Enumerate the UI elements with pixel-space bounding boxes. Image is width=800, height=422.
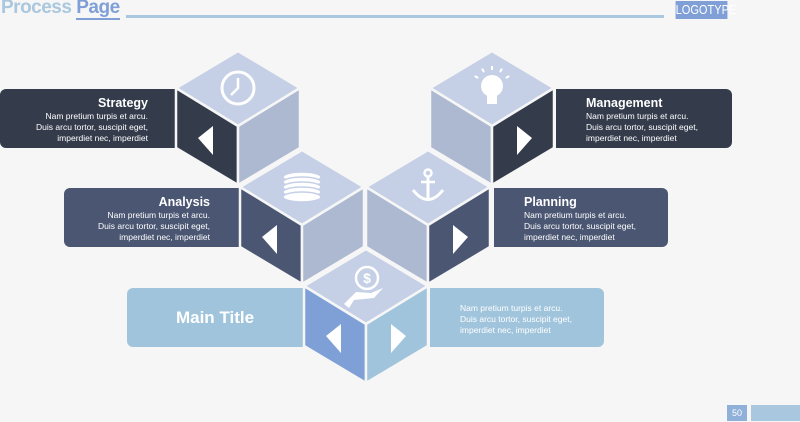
arrow-left-icon [326, 324, 341, 353]
text-line: imperdiet nec, imperdiet [460, 325, 551, 335]
arrow-right-icon [391, 324, 406, 353]
text-line: Nam pretium turpis et arcu. [45, 111, 148, 121]
management-title: Management [586, 96, 663, 110]
logo: LOGOTYPE [675, 1, 737, 19]
management-box: Management Nam pretium turpis et arcu.Du… [556, 89, 732, 148]
arrow-left-icon [198, 126, 213, 155]
management-cube [428, 49, 556, 187]
main-title: Main Title [175, 308, 255, 327]
footer-bar [751, 405, 800, 421]
dollar-hand-icon: $ [344, 265, 383, 308]
arrow-left-icon [262, 225, 277, 254]
text-line: Nam pretium turpis et arcu. [107, 210, 210, 220]
page-title: Process Page [1, 0, 120, 20]
cube-right-face [236, 86, 302, 187]
main-title-box: Main Title [127, 288, 303, 347]
clock-icon [220, 70, 256, 106]
planning-title: Planning [524, 195, 577, 209]
main-text-box: Nam pretium turpis et arcu.Duis arcu tor… [430, 288, 604, 347]
text-line: imperdiet nec, imperdiet [119, 232, 210, 242]
text-line: Nam pretium turpis et arcu. [586, 111, 689, 121]
text-line: Nam pretium turpis et arcu. [524, 210, 627, 220]
text-line: Nam pretium turpis et arcu. [460, 303, 563, 313]
main-cube: $ [302, 247, 430, 385]
page-number: 50 [727, 405, 747, 421]
analysis-cube [238, 148, 366, 286]
text-line: Duis arcu tortor, suscipit eget, [98, 221, 210, 231]
planning-cube [364, 148, 492, 286]
text-line: imperdiet nec, imperdiet [57, 133, 148, 143]
cube-right-face [300, 185, 366, 286]
header-rule [126, 15, 664, 18]
analysis-title: Analysis [158, 195, 210, 209]
text-line: Duis arcu tortor, suscipit eget, [460, 314, 572, 324]
anchor-icon [411, 168, 445, 201]
text-line: Duis arcu tortor, suscipit eget, [586, 122, 698, 132]
strategy-title: Strategy [97, 96, 148, 110]
svg-text:$: $ [363, 270, 371, 286]
lightbulb-icon [474, 66, 510, 104]
arrow-right-icon [453, 225, 468, 254]
database-icon [282, 171, 322, 203]
planning-box: Planning Nam pretium turpis et arcu.Duis… [494, 188, 668, 247]
text-line: imperdiet nec, imperdiet [586, 133, 677, 143]
analysis-box: Analysis Nam pretium turpis et arcu.Duis… [64, 188, 240, 247]
arrow-right-icon [517, 126, 532, 155]
text-line: Duis arcu tortor, suscipit eget, [36, 122, 148, 132]
strategy-cube [174, 49, 302, 187]
text-line: imperdiet nec, imperdiet [524, 232, 615, 242]
text-line: Duis arcu tortor, suscipit eget, [524, 221, 636, 231]
strategy-box: Strategy Nam pretium turpis et arcu.Duis… [0, 89, 178, 148]
